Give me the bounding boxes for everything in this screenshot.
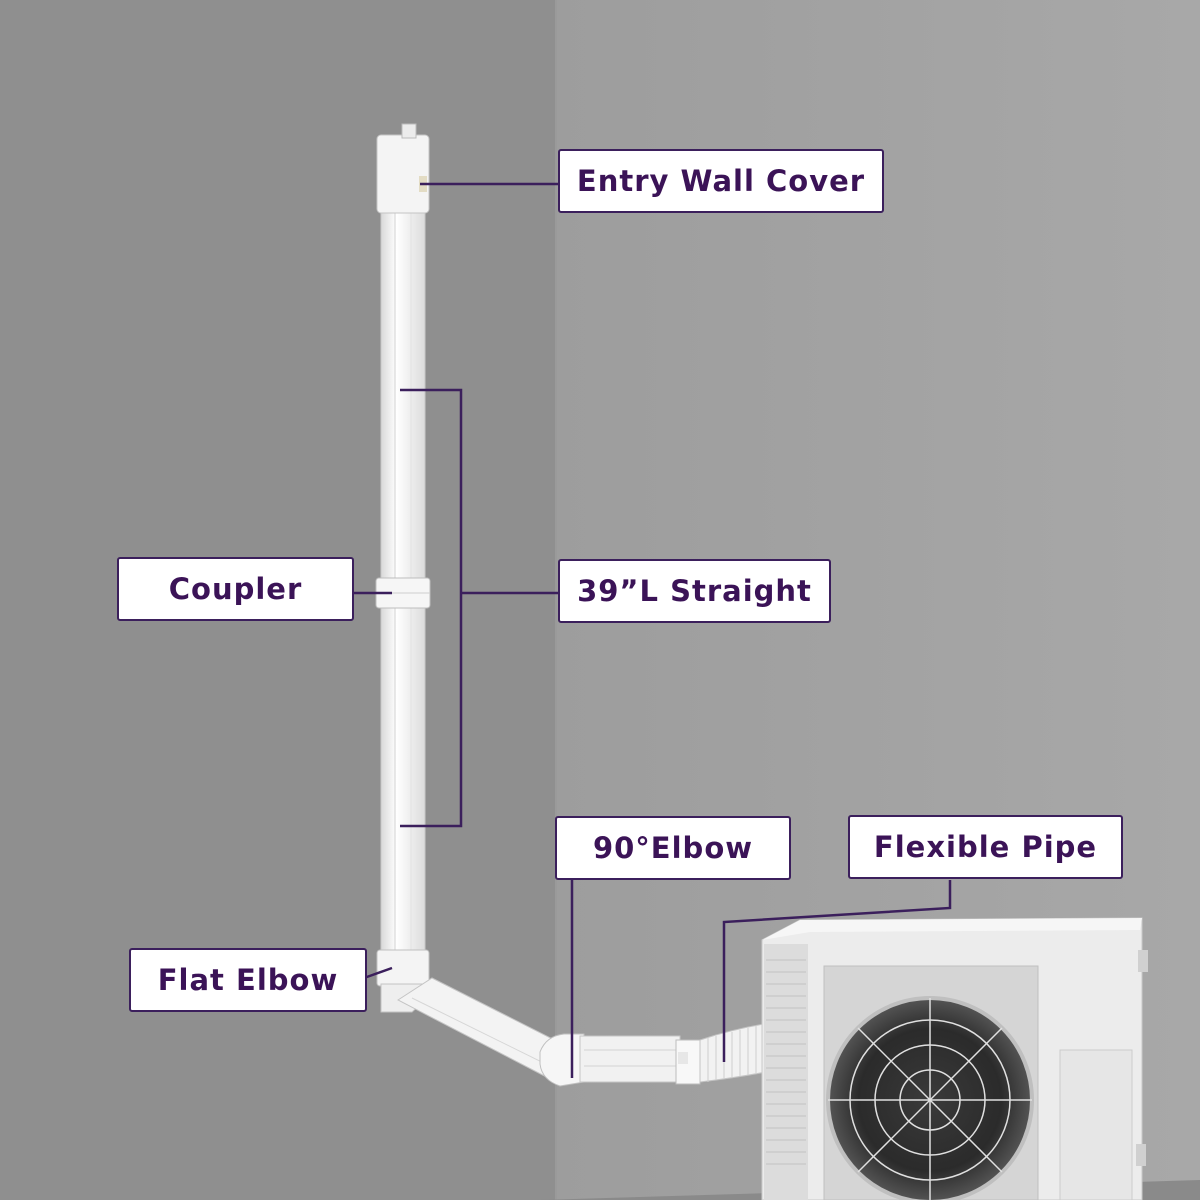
label-entry-wall-cover: Entry Wall Cover xyxy=(558,149,884,213)
leader-flexible-pipe xyxy=(722,880,952,1062)
label-flexible-pipe: Flexible Pipe xyxy=(848,815,1123,879)
label-90-elbow: 90°Elbow xyxy=(555,816,791,880)
unit-side-vents xyxy=(766,959,806,1165)
label-flat-elbow: Flat Elbow xyxy=(129,948,367,1012)
label-39-straight: 39”L Straight xyxy=(558,559,831,623)
label-coupler: Coupler xyxy=(117,557,354,621)
elbow-90-part xyxy=(539,1033,701,1087)
leader-39-straight-bracket xyxy=(400,388,463,828)
leader-flat-elbow xyxy=(363,966,393,980)
entry-wall-cover-part xyxy=(376,123,430,214)
leader-lines xyxy=(352,182,952,1078)
fan-guard-grille xyxy=(828,998,1032,1200)
outdoor-ac-unit xyxy=(761,917,1148,1200)
